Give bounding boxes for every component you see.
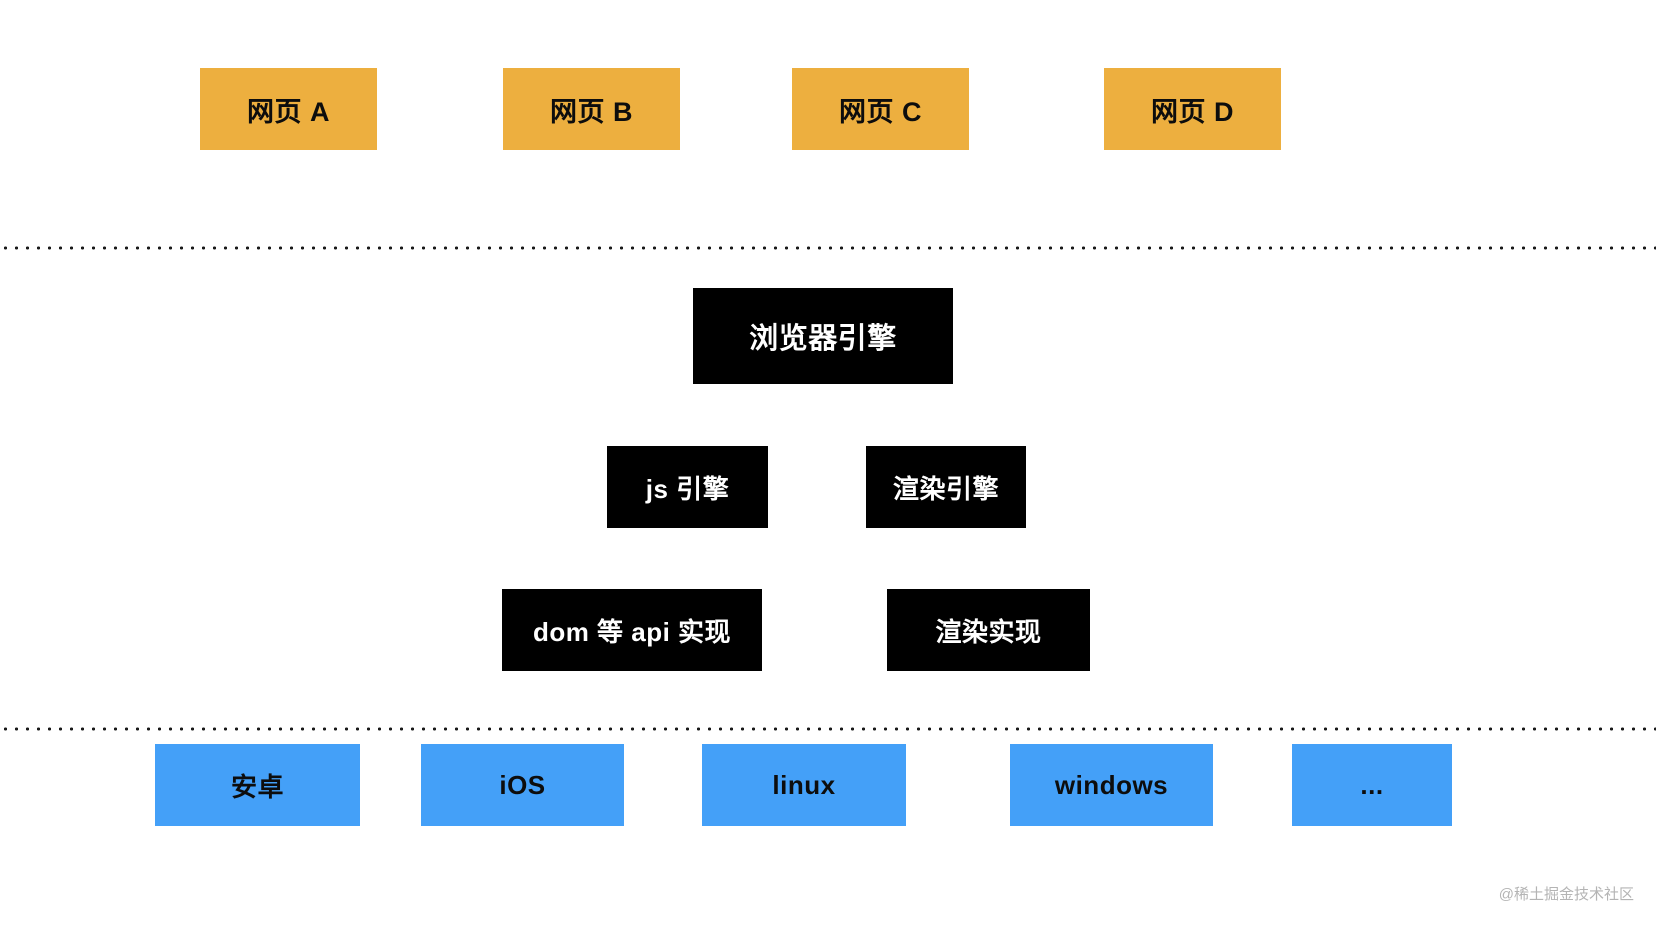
os-box-android: 安卓 [155,744,360,826]
os-box-linux: linux [702,744,906,826]
web-page-box-d: 网页 D [1104,68,1281,150]
render-engine-label: 渲染引擎 [892,473,999,504]
render-engine-box: 渲染引擎 [866,446,1026,528]
os-label-linux: linux [772,769,836,800]
web-page-box-c: 网页 C [792,68,969,150]
js-engine-label: js 引擎 [645,473,730,504]
render-implementation-label: 渲染实现 [935,616,1042,647]
web-page-box-b: 网页 B [503,68,680,150]
os-label-android: 安卓 [230,771,284,802]
web-page-box-a: 网页 A [200,68,377,150]
os-label-more: ... [1360,769,1384,800]
dom-api-implementation-label: dom 等 api 实现 [532,616,732,647]
os-label-ios: iOS [499,769,546,800]
render-implementation-box: 渲染实现 [887,589,1090,671]
divider-engine-os [0,727,1656,731]
os-label-windows: windows [1054,769,1169,800]
divider-pages-engine [0,246,1656,250]
web-page-label-d: 网页 D [1151,96,1234,127]
js-engine-box: js 引擎 [607,446,768,528]
browser-engine-box: 浏览器引擎 [693,288,953,384]
os-box-ios: iOS [421,744,624,826]
dom-api-implementation-box: dom 等 api 实现 [502,589,762,671]
web-page-label-b: 网页 B [550,96,633,127]
os-box-windows: windows [1010,744,1213,826]
watermark: @稀土掘金技术社区 [1498,886,1634,903]
browser-engine-label: 浏览器引擎 [749,323,897,355]
web-page-label-c: 网页 C [839,96,922,127]
web-page-label-a: 网页 A [247,96,330,127]
os-box-more: ... [1292,744,1452,826]
